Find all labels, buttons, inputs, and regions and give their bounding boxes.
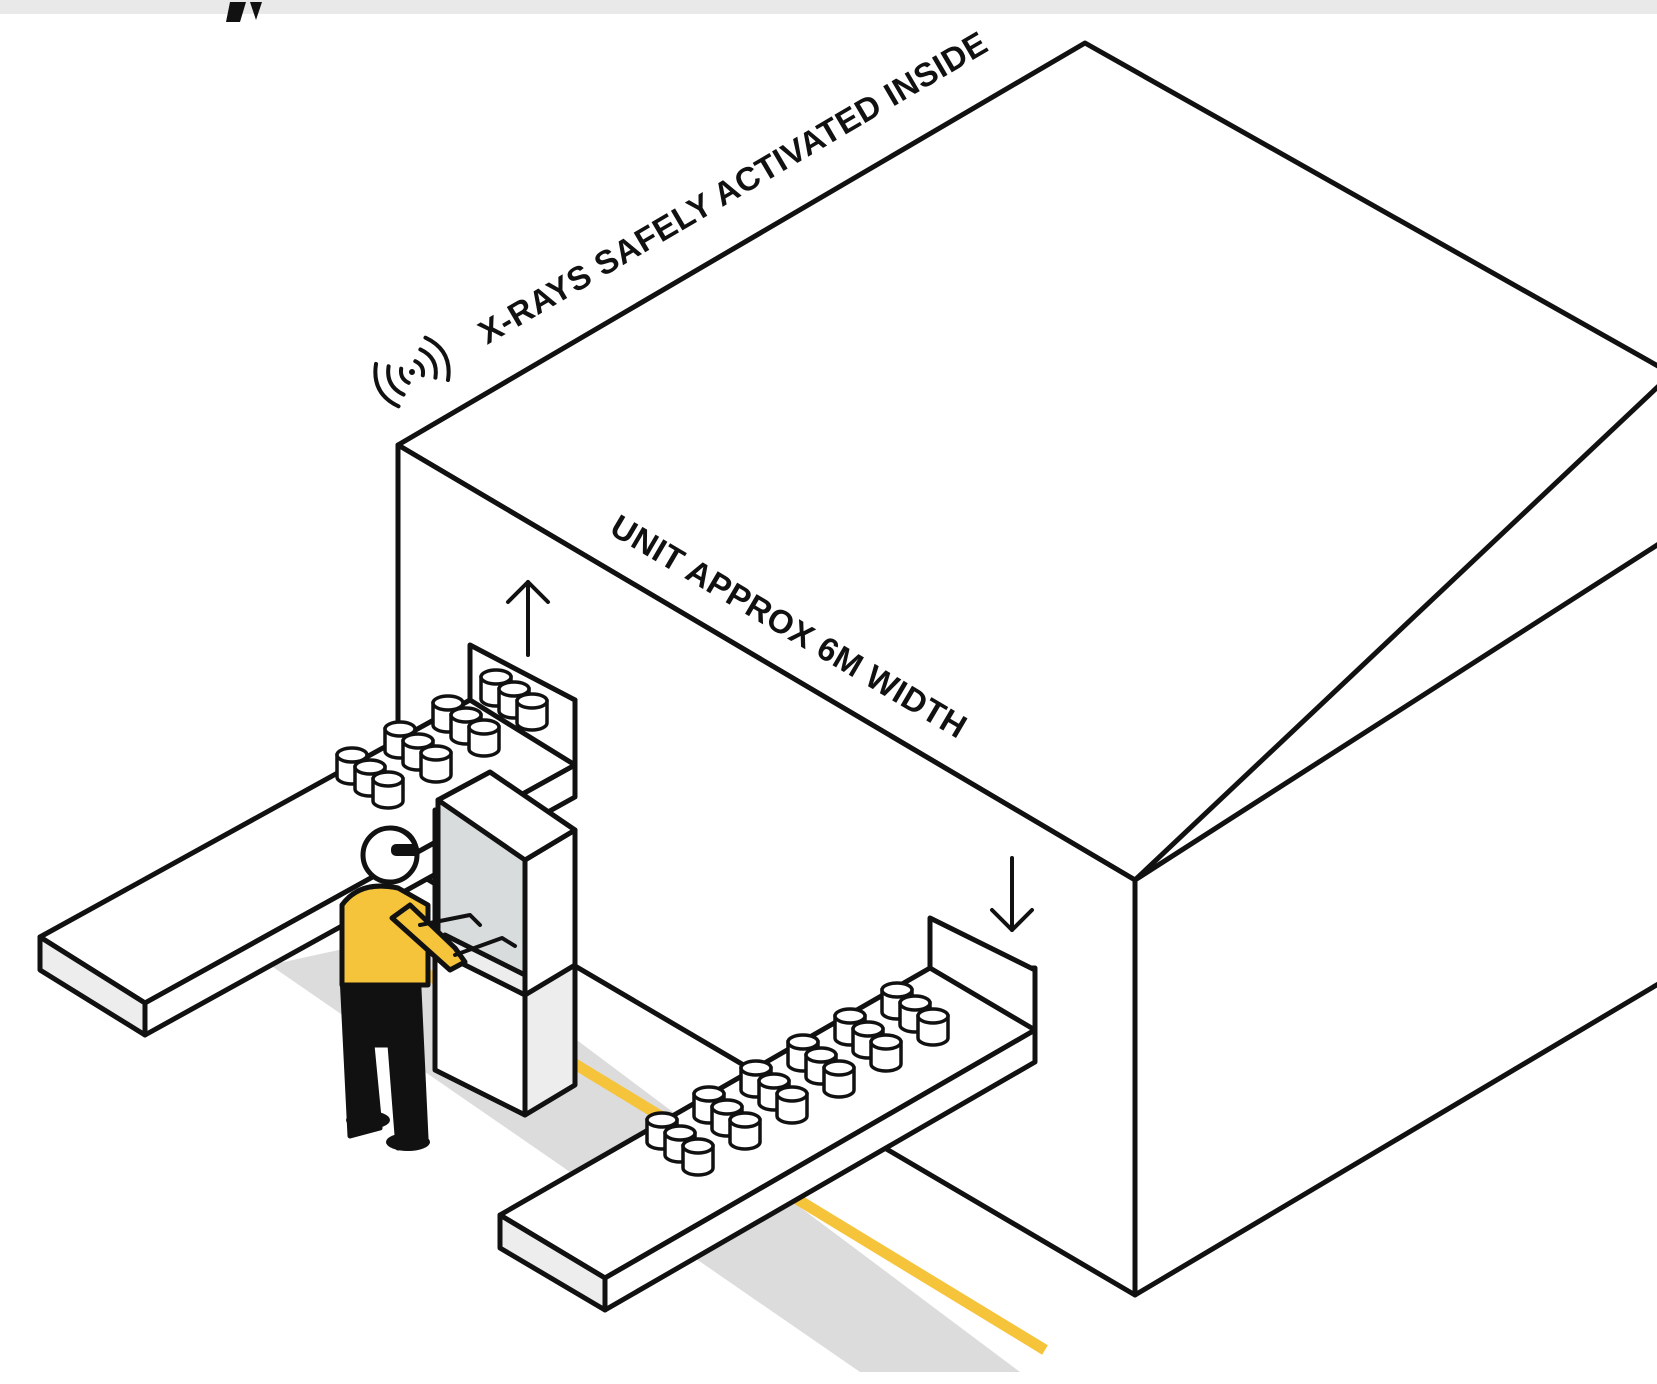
- product-can: [775, 1085, 809, 1125]
- worker-legs: [339, 965, 429, 1151]
- outfeed-cans: [335, 668, 549, 810]
- product-can: [916, 1007, 950, 1047]
- worker-shoe-right: [386, 1133, 430, 1151]
- product-can: [869, 1033, 903, 1073]
- infeed-cans: [645, 981, 950, 1177]
- product-can: [822, 1059, 856, 1099]
- product-can: [371, 770, 405, 810]
- worker: [339, 825, 517, 1151]
- arrow-up-icon: [506, 580, 550, 657]
- infeed-entry-frame: [927, 915, 1038, 1033]
- infeed-conveyor: [497, 915, 1038, 1313]
- unit-side-face: [1132, 542, 1657, 1298]
- infeed-side: [602, 1027, 1038, 1313]
- worker-safety-glasses: [391, 844, 419, 856]
- cropped-title-fragment: [0, 0, 1657, 22]
- worker-forearm-back: [418, 913, 482, 927]
- control-console: [432, 769, 578, 1118]
- radiation-signal-icon: [373, 335, 451, 409]
- console-top-edge: [435, 769, 578, 863]
- product-can: [419, 744, 453, 784]
- product-can: [728, 1111, 762, 1151]
- worker-hair: [362, 825, 419, 852]
- product-can: [515, 692, 549, 732]
- product-can: [681, 1137, 715, 1177]
- product-can: [467, 718, 501, 758]
- worker-shoe-left: [346, 1111, 390, 1129]
- arrow-down-icon: [990, 856, 1034, 932]
- worker-forearm: [453, 936, 517, 957]
